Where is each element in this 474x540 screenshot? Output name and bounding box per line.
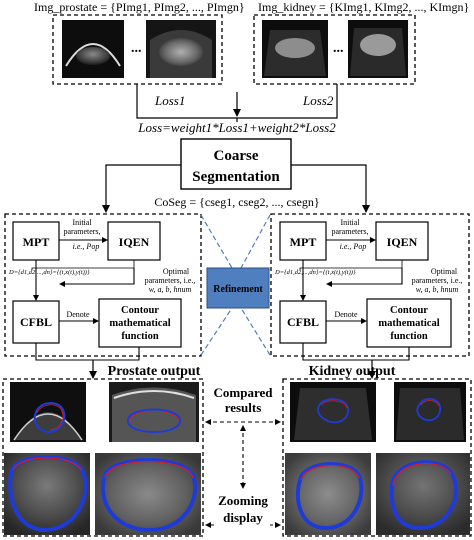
kidney-images-box: [253, 14, 416, 85]
left-optimal-params-line1: Optimal: [163, 267, 190, 276]
kidney-output-box: [282, 378, 472, 537]
compared-results-line2: results: [225, 400, 262, 415]
right-optimal-params-line3: w, a, b, hnum: [416, 285, 459, 294]
prostate-input-image-n: [146, 20, 216, 78]
left-iqen-box: [107, 221, 161, 261]
zooming-display-line2: display: [223, 510, 263, 525]
left-cfbl-label: CFBL: [20, 315, 52, 329]
right-initial-params-line1: Initial: [340, 218, 360, 227]
prostate-set-label: Img_prostate = {PImg1, PImg2, ..., PImgn…: [34, 0, 245, 14]
right-d-formula: D={d1,d2,...,dn}={(t,x(t),y(t))}: [274, 269, 356, 276]
prostate-result-image-n: [109, 382, 199, 442]
left-denote-label: Denote: [66, 310, 90, 319]
left-cfbl-box: [12, 300, 60, 344]
left-mpt-box: [12, 221, 60, 261]
left-contour-box: [98, 298, 182, 348]
right-contour-box: [366, 298, 452, 348]
right-cfbl-box: [279, 300, 327, 344]
right-initial-params-line3: i.e., Pop: [340, 242, 367, 251]
left-optimal-params-line2: parameters, i.e.,: [145, 276, 196, 285]
total-loss-formula: Loss=weight1*Loss1+weight2*Loss2: [137, 120, 336, 135]
right-contour-line2: mathematical: [378, 318, 439, 329]
left-contour-line1: Contour: [121, 305, 159, 316]
kidney-ellipsis: ...: [333, 41, 344, 56]
kidney-zoom-image-1: [285, 453, 371, 535]
prostate-result-image-1: [10, 382, 86, 442]
left-optimal-params-line3: w, a, b, hnum: [149, 285, 192, 294]
left-d-formula: D={d1,d2,...,dn}={(t,x(t),y(t))}: [8, 269, 90, 276]
refinement-label: Refinement: [213, 284, 263, 295]
right-refinement-module: [270, 213, 470, 357]
left-initial-params-line1: Initial: [72, 218, 92, 227]
loss2-label: Loss2: [302, 93, 334, 108]
right-mpt-label: MPT: [290, 235, 317, 249]
kidney-zoom-image-n: [376, 453, 470, 535]
left-initial-params-line2: parameters,: [63, 227, 100, 236]
prostate-output-box: [2, 378, 204, 537]
prostate-ellipsis: ...: [131, 41, 142, 56]
prostate-output-label: Prostate output: [108, 364, 201, 379]
coarse-title-line2: Segmentation: [192, 169, 280, 185]
right-mpt-box: [279, 221, 327, 261]
right-optimal-params-line1: Optimal: [431, 267, 458, 276]
right-cfbl-label: CFBL: [287, 315, 319, 329]
right-denote-label: Denote: [334, 310, 358, 319]
right-initial-params-line2: parameters,: [331, 227, 368, 236]
prostate-zoom-image-n: [95, 453, 201, 535]
left-iqen-label: IQEN: [119, 235, 150, 249]
kidney-set-label: Img_kidney = {KImg1, KImg2, ..., KImgn}: [258, 0, 469, 14]
right-contour-line1: Contour: [390, 305, 428, 316]
right-iqen-label: IQEN: [387, 235, 418, 249]
left-mpt-label: MPT: [23, 235, 50, 249]
kidney-result-image-n: [394, 382, 466, 442]
kidney-output-label: Kidney output: [309, 364, 396, 379]
prostate-zoom-image-1: [4, 453, 90, 535]
left-refinement-module: [4, 213, 202, 357]
compared-results-line1: Compared: [214, 385, 274, 400]
kidney-result-image-1: [290, 382, 376, 442]
coarse-title-line1: Coarse: [214, 148, 259, 164]
kidney-input-image-1: [262, 20, 328, 78]
right-optimal-params-line2: parameters, i.e.,: [412, 276, 463, 285]
loss1-label: Loss1: [154, 93, 185, 108]
zooming-display-line1: Zooming: [218, 493, 268, 508]
left-initial-params-line3: i.e., Pop: [73, 242, 100, 251]
kidney-input-image-n: [348, 20, 408, 78]
coarse-output-set: CoSeg = {cseg1, cseg2, ..., csegn}: [154, 195, 319, 209]
prostate-input-image-1: [62, 20, 124, 78]
right-iqen-box: [375, 221, 429, 261]
left-contour-line3: function: [121, 331, 159, 342]
coarse-segmentation-box: [180, 138, 292, 190]
left-contour-line2: mathematical: [109, 318, 170, 329]
right-contour-line3: function: [390, 331, 428, 342]
refinement-box: [206, 267, 270, 309]
